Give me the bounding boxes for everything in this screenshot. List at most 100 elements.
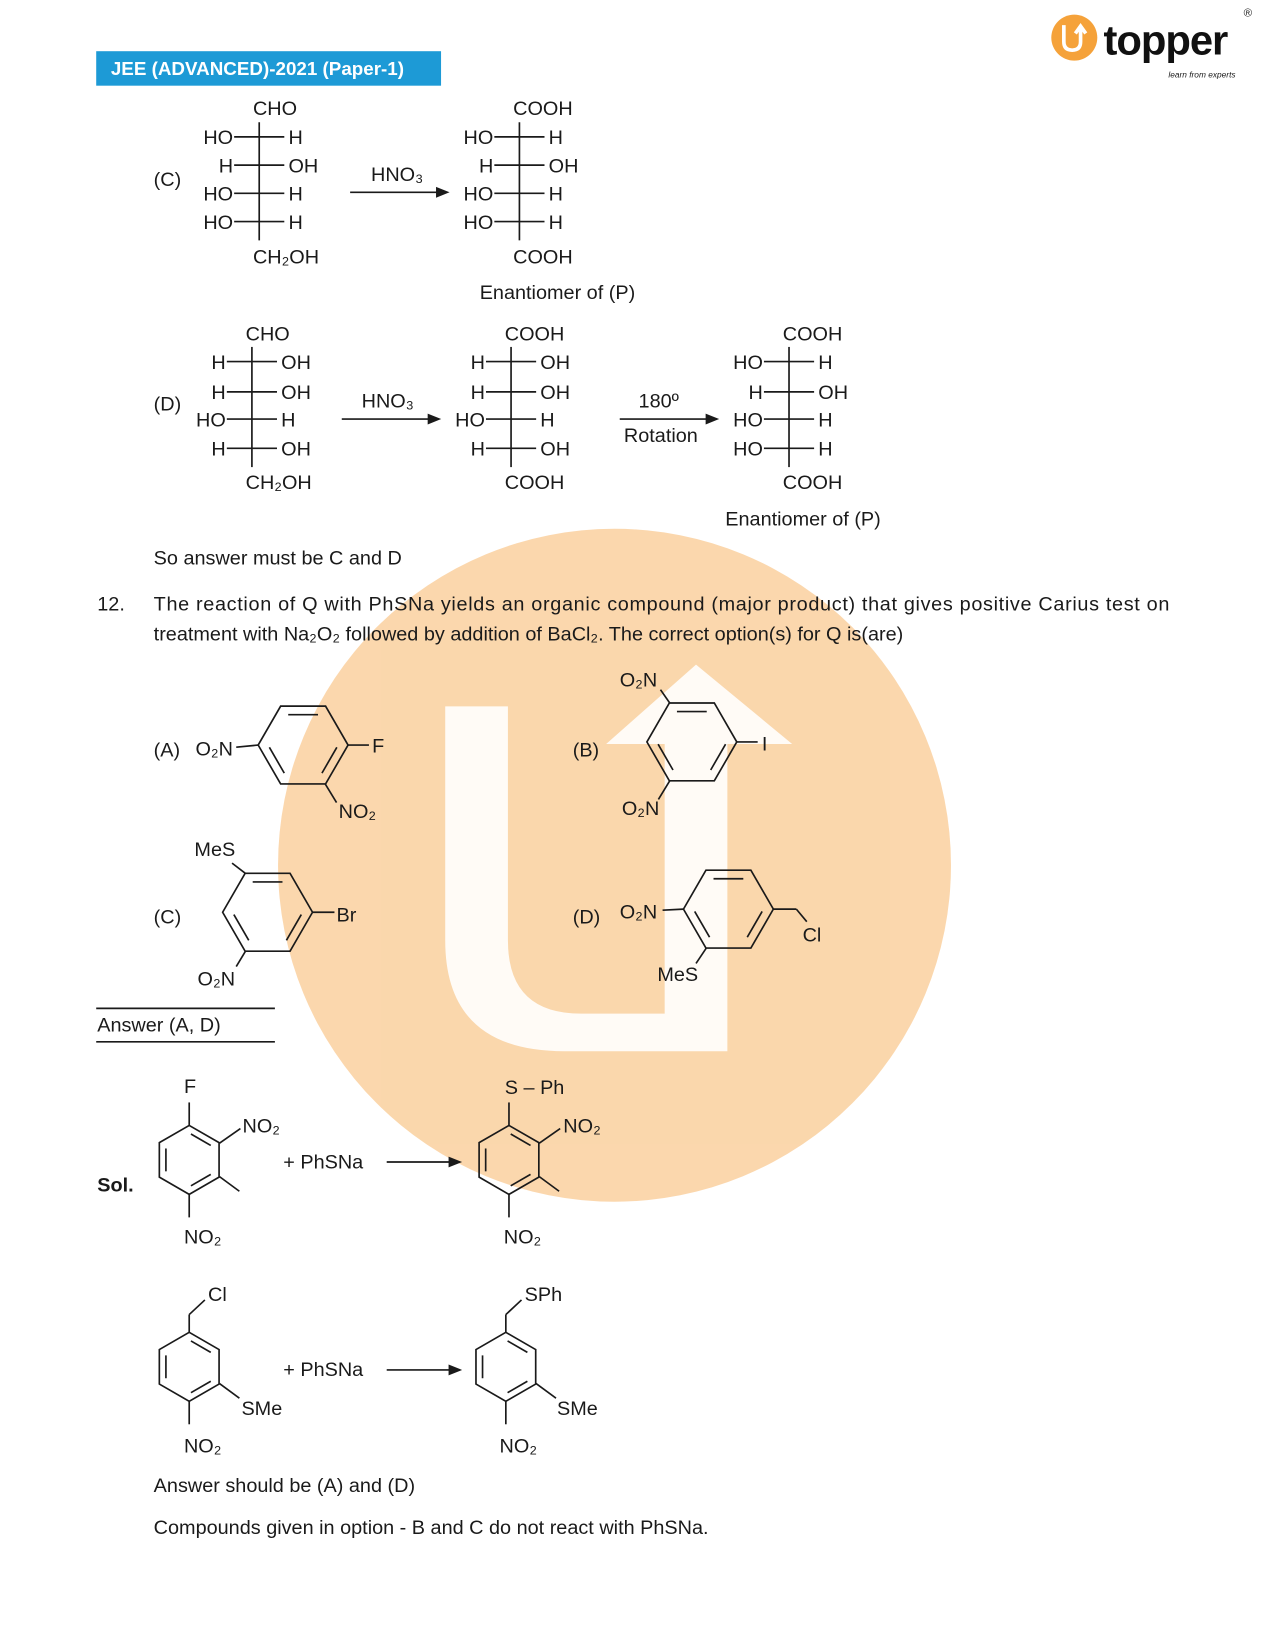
- bond-line: [535, 1382, 557, 1399]
- option-d-label: (D): [154, 394, 182, 416]
- right-group: OH: [549, 155, 579, 177]
- bond-line: [795, 908, 808, 923]
- right-group: H: [818, 352, 832, 374]
- substituent: NO₂: [184, 1227, 221, 1249]
- substituent: Cl: [803, 925, 822, 947]
- caption-enantiomer: Enantiomer of (P): [480, 282, 636, 304]
- right-group: H: [540, 409, 554, 431]
- arrowhead-icon: [436, 186, 450, 198]
- substituent: O₂N: [622, 798, 659, 820]
- right-group: H: [549, 184, 563, 206]
- bond-line: [657, 780, 671, 800]
- substituent: O₂N: [195, 739, 232, 761]
- left-group: H: [219, 155, 233, 177]
- reagent-phsna: + PhSNa: [283, 1151, 364, 1173]
- top-group: COOH: [783, 324, 843, 346]
- ring-option-b: [645, 702, 738, 782]
- left-group: HO: [733, 352, 763, 374]
- bond-line: [505, 1299, 523, 1316]
- arrowhead-icon: [705, 413, 720, 425]
- banner-title: JEE (ADVANCED)-2021 (Paper-1): [111, 58, 404, 79]
- right-group: OH: [281, 352, 311, 374]
- arrowhead-icon: [448, 1156, 463, 1168]
- left-group: H: [479, 155, 493, 177]
- top-group: CHO: [246, 324, 290, 346]
- substituent: I: [762, 733, 768, 755]
- left-group: HO: [464, 127, 494, 149]
- topper-logo: topper ® learn from experts: [1051, 8, 1253, 79]
- left-group: HO: [733, 409, 763, 431]
- bond-line: [219, 1382, 240, 1399]
- logo-registered: ®: [1244, 8, 1253, 20]
- top-group: COOH: [505, 324, 565, 346]
- substituent: NO₂: [339, 801, 376, 823]
- rotation-label: Rotation: [624, 425, 698, 447]
- substituent: MeS: [657, 964, 698, 986]
- option-c-label: (C): [154, 907, 182, 929]
- arrowhead-icon: [427, 413, 442, 425]
- logo-arrow-icon: [1062, 22, 1088, 52]
- option-d-label: (D): [573, 907, 601, 929]
- right-group: H: [288, 212, 302, 234]
- top-group: COOH: [513, 98, 573, 120]
- bond-line: [538, 1127, 561, 1144]
- right-group: OH: [281, 439, 311, 461]
- right-group: OH: [281, 382, 311, 404]
- logo-circle-icon: [1051, 14, 1098, 61]
- rotation-angle: 180º: [639, 391, 679, 413]
- bond-line: [236, 744, 259, 748]
- ring-solution-p2: [475, 1331, 537, 1403]
- left-group: H: [211, 352, 225, 374]
- header-banner: JEE (ADVANCED)-2021 (Paper-1): [96, 51, 442, 86]
- bottom-group: CH₂OH: [253, 246, 319, 268]
- right-group: H: [549, 212, 563, 234]
- solution-label: Sol.: [97, 1174, 133, 1196]
- bond-line: [219, 1127, 241, 1144]
- substituent: F: [372, 735, 384, 757]
- left-group: H: [211, 382, 225, 404]
- substituent: MeS: [194, 839, 235, 861]
- bottom-group: COOH: [783, 472, 843, 494]
- left-group: H: [211, 439, 225, 461]
- right-group: H: [549, 127, 563, 149]
- question-number: 12.: [97, 593, 125, 615]
- ring-solution-r1: [158, 1124, 220, 1196]
- right-group: H: [818, 409, 832, 431]
- left-group: HO: [464, 212, 494, 234]
- option-b-label: (B): [573, 740, 599, 762]
- left-group: HO: [196, 409, 226, 431]
- substituent: SPh: [525, 1284, 563, 1306]
- left-group: HO: [203, 212, 233, 234]
- conclusion-text: So answer must be C and D: [154, 547, 402, 569]
- substituent: O₂N: [620, 902, 657, 924]
- reagent-hno3: HNO₃: [371, 164, 423, 186]
- bond-line: [538, 1175, 560, 1192]
- right-group: OH: [818, 382, 848, 404]
- right-group: OH: [540, 439, 570, 461]
- substituent: SMe: [241, 1398, 282, 1420]
- right-group: H: [288, 184, 302, 206]
- left-group: H: [749, 382, 763, 404]
- substituent: NO₂: [504, 1227, 541, 1249]
- right-group: H: [288, 127, 302, 149]
- substituent: NO₂: [184, 1436, 221, 1458]
- bottom-group: COOH: [505, 472, 565, 494]
- bond-line: [662, 908, 684, 911]
- logo-tagline: learn from experts: [1168, 69, 1235, 79]
- bond-line: [235, 950, 247, 968]
- substituent: O₂N: [620, 670, 657, 692]
- answer-text: Answer (A, D): [97, 1014, 221, 1036]
- right-group: OH: [540, 352, 570, 374]
- substituent: SMe: [557, 1398, 598, 1420]
- arrowhead-icon: [448, 1364, 463, 1376]
- ring-solution-r2: [158, 1331, 220, 1403]
- caption-enantiomer: Enantiomer of (P): [725, 509, 881, 531]
- bond-line: [324, 783, 338, 803]
- ring-option-c: [221, 872, 314, 953]
- left-group: H: [471, 382, 485, 404]
- bottom-group: CH₂OH: [246, 472, 312, 494]
- substituent: Br: [337, 905, 357, 927]
